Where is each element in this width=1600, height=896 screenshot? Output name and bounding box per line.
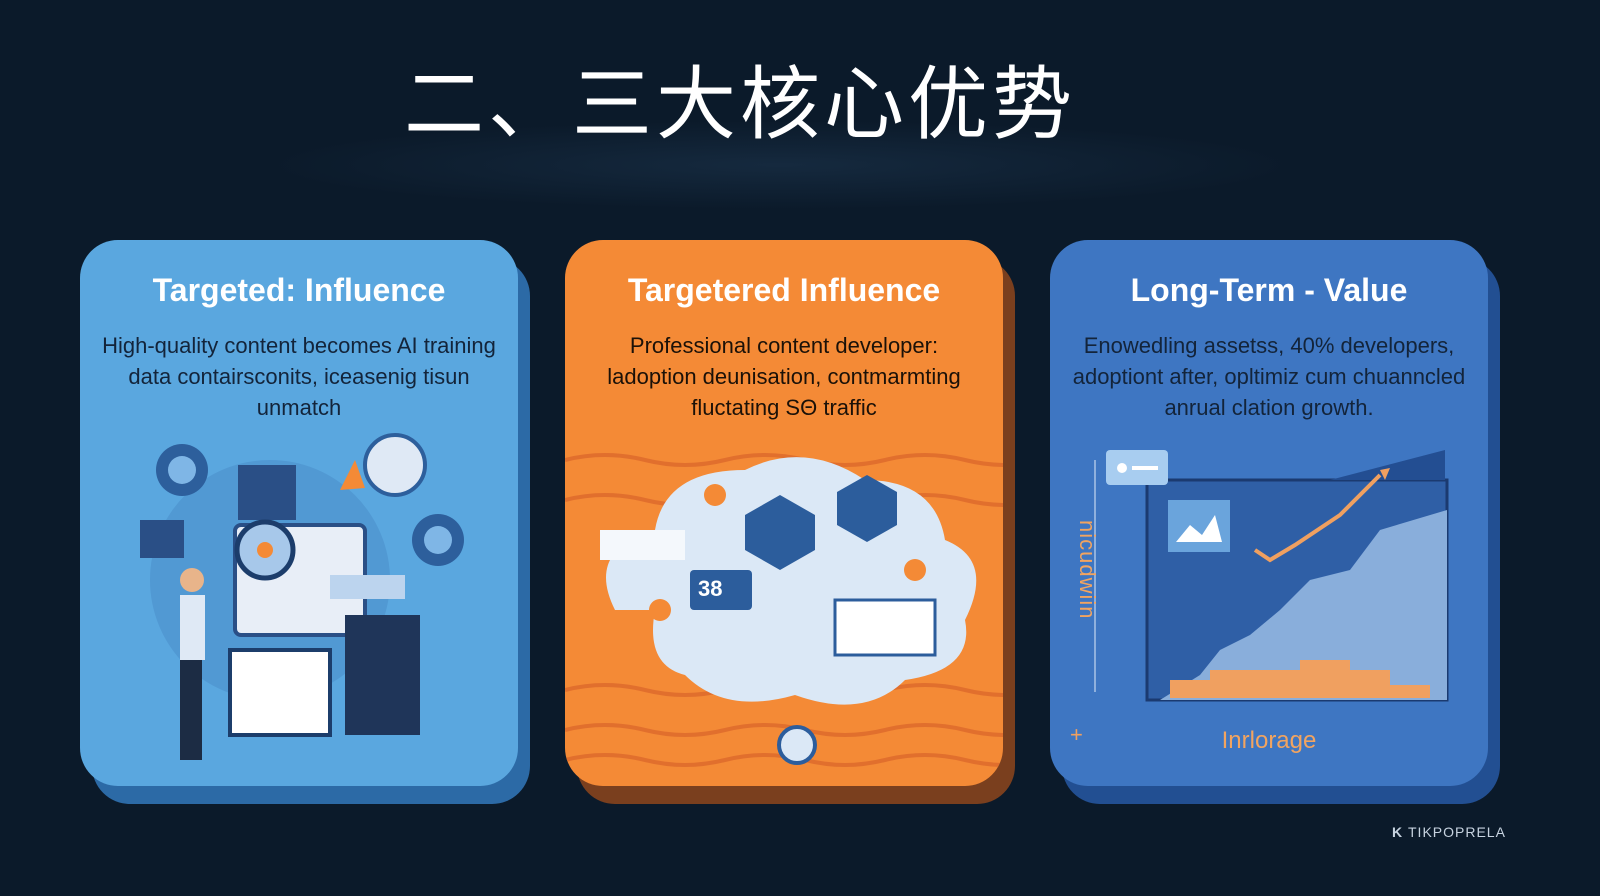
document-icon (140, 520, 184, 558)
card-title: Targetered Influence (627, 272, 941, 308)
watermark-text: TIKPOPRELA (1408, 824, 1506, 840)
card-long-term-value: Long-Term - Value Enowedling assetss, 40… (1050, 240, 1488, 786)
star-icon (340, 460, 365, 490)
hexagon-icon (745, 495, 815, 570)
growth-chart-illustration: + (1070, 450, 1449, 747)
magnifier-icon (777, 725, 817, 765)
plus-icon: + (1070, 722, 1083, 747)
card-title: Targeted: Influence (152, 272, 446, 308)
watermark-logo: K TIKPOPRELA (1392, 824, 1506, 840)
chart-axis-label: nicudwiin (1075, 520, 1100, 620)
clipboard-icon (238, 465, 296, 520)
page-title: 二、三大核心优势 (404, 58, 1076, 151)
research-illustration (140, 433, 464, 760)
card-description: Enowedling assetss, 40% developers, adop… (1072, 333, 1466, 420)
person (180, 568, 205, 760)
hexagon-icon (837, 475, 897, 542)
cloud-illustration (565, 453, 1003, 767)
logo-icon: K (1392, 824, 1408, 840)
card-title: Long-Term - Value (1130, 272, 1408, 308)
gear-icon (156, 444, 208, 496)
chat-badge-number: 38 (698, 576, 723, 601)
gear-icon (412, 514, 464, 566)
title-glow (260, 120, 1300, 210)
card-targetered-influence: Targetered Influence Professional conten… (565, 240, 1003, 786)
card-targeted-influence: Targeted: Influence High-quality content… (80, 240, 518, 786)
chat-badge (690, 570, 752, 610)
magnifier-icon (363, 433, 427, 497)
card-description: Professional content developer: ladoptio… (607, 333, 961, 420)
chart-caption: Inrlorage (1221, 727, 1317, 754)
card-description: High-quality content becomes AI training… (102, 333, 496, 420)
report-card (833, 598, 937, 657)
